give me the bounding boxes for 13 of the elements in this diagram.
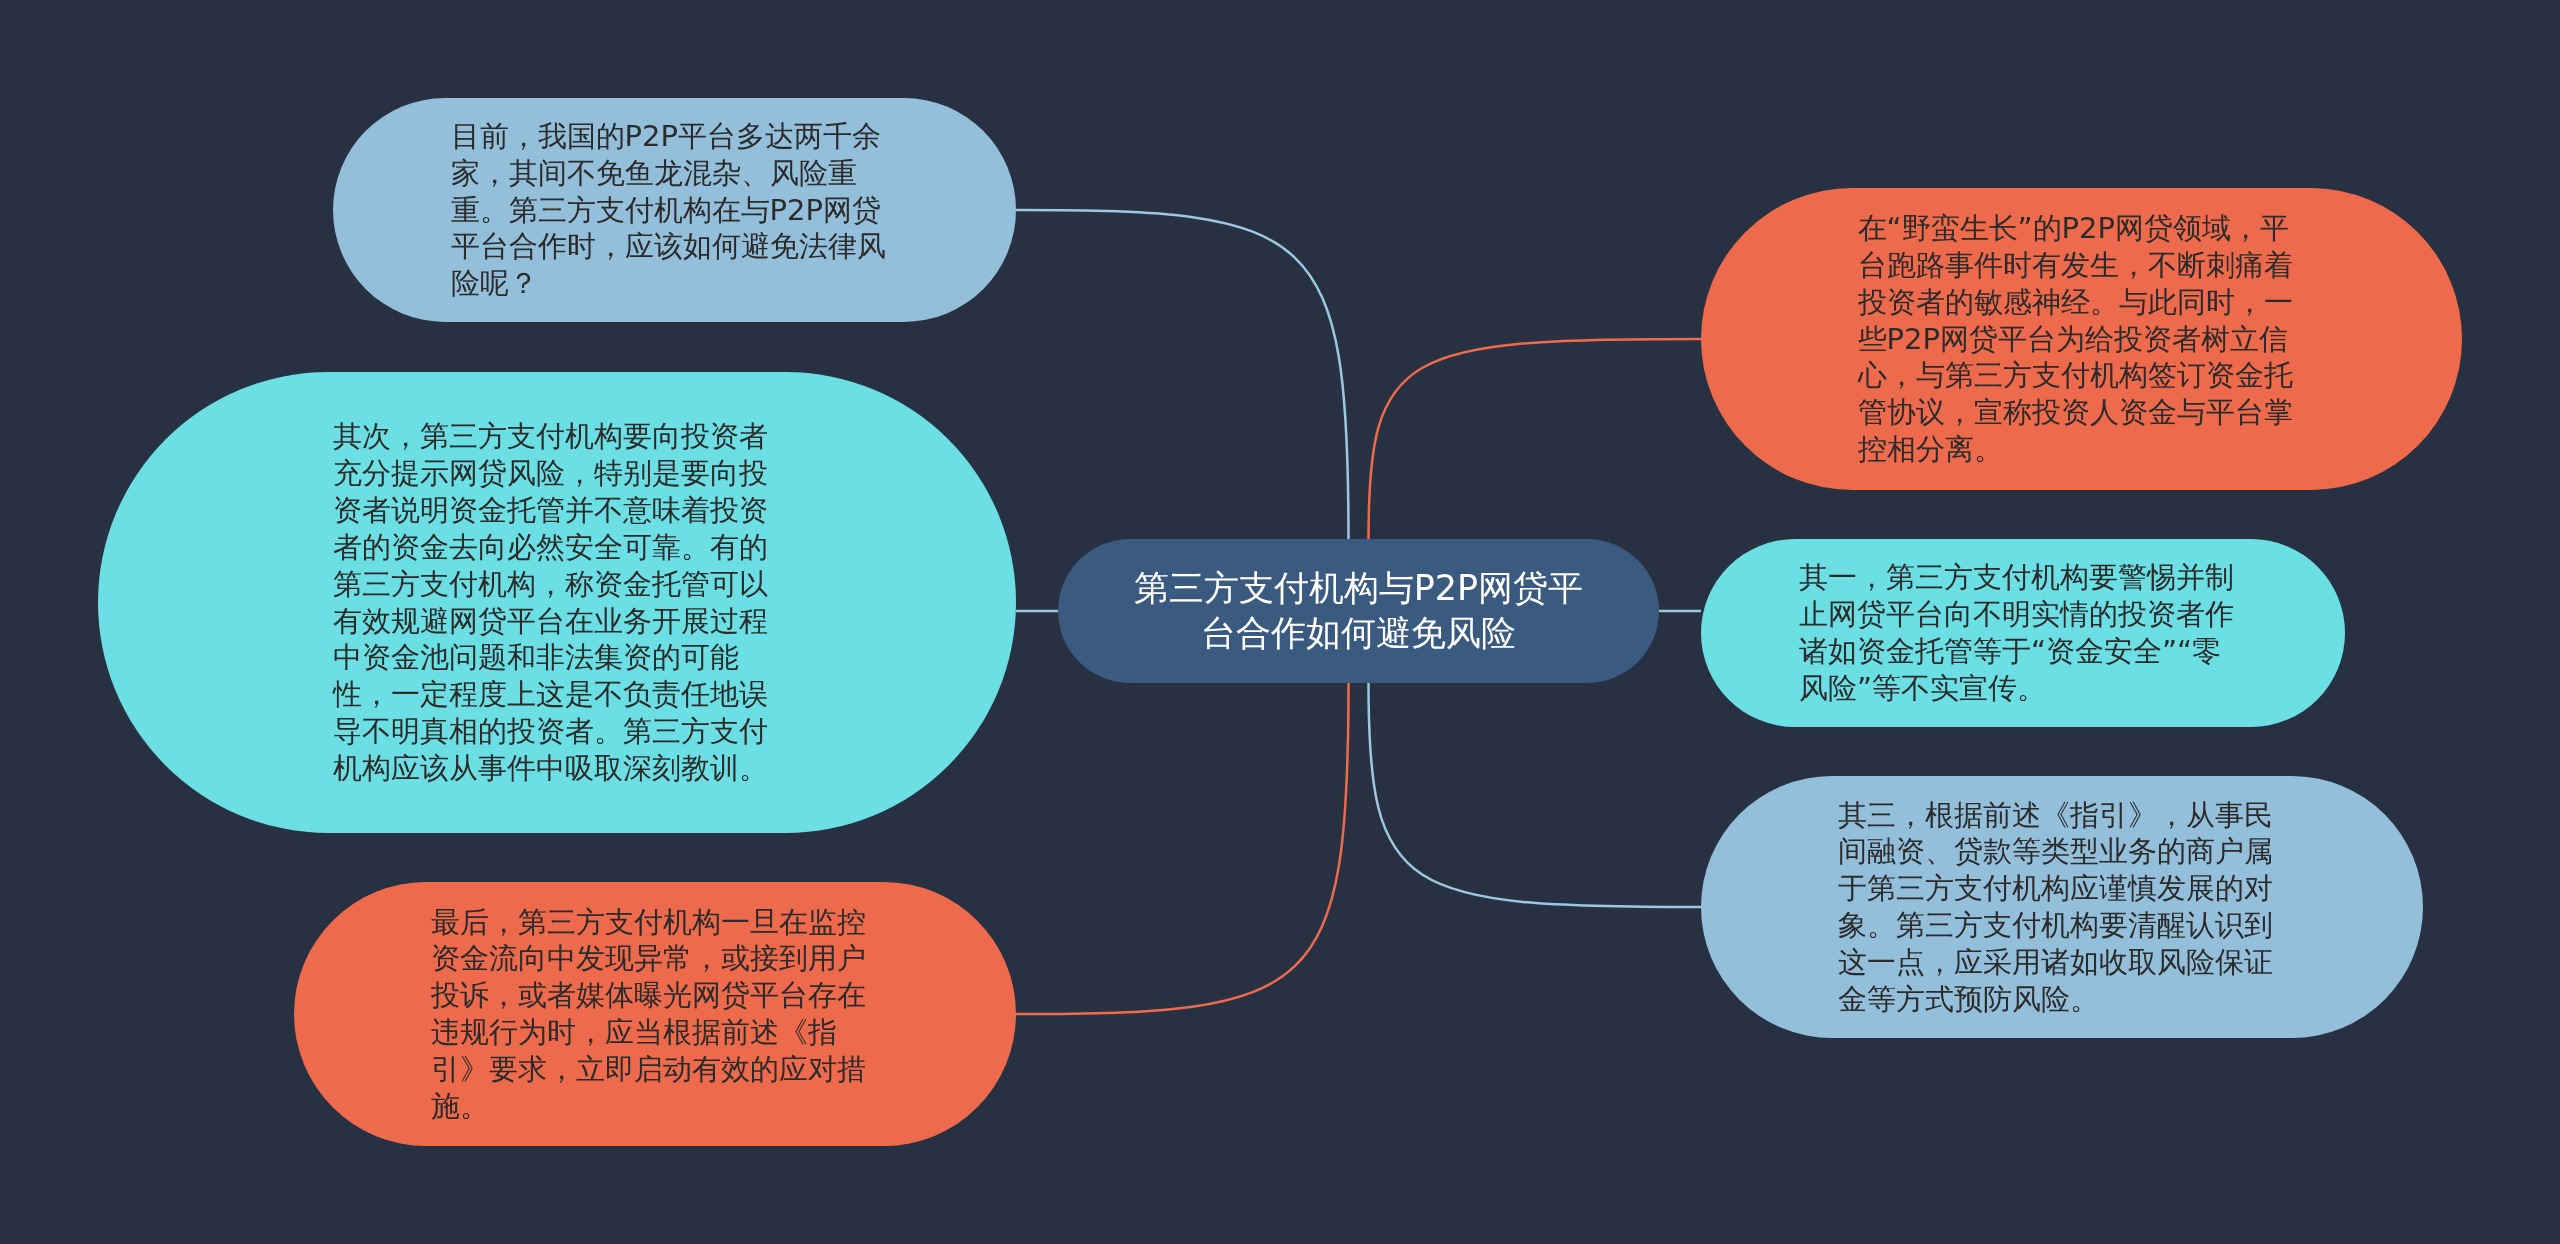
- topic-text: 其三，根据前述《指引》，从事民间融资、贷款等类型业务的商户属于第三方支付机构应谨慎发展的对象。第三方支付机构要清醒认识到这一点，应采用诸如收取风险保证金等方式预防风险。: [1838, 796, 2274, 1018]
- connector-line: [1367, 682, 1701, 909]
- connector-line: [1016, 683, 1350, 1016]
- connector-line: [1367, 337, 1701, 540]
- connector-line: [1659, 609, 1701, 613]
- topic-text: 最后，第三方支付机构一旦在监控资金流向中发现异常，或接到用户投诉，或者媒体曝光网贷平台存在违规行为时，应当根据前述《指引》要求，立即启动有效的应对措施。: [431, 903, 867, 1125]
- connector-line: [1016, 208, 1350, 539]
- connector-line: [1016, 609, 1058, 613]
- topic-text: 目前，我国的P2P平台多达两千余家，其间不免鱼龙混杂、风险重重。第三方支付机构在与P2P网贷平台合作时，应该如何避免法律风险呢？: [450, 117, 887, 303]
- topic-text: 在“野蛮生长”的P2P网贷领域，平台跑路事件时有发生，不断刺痛着投资者的敏感神经。与此同时，一些P2P网贷平台为给投资者树立信心，与第三方支付机构签订资金托管协议，宣称投资人资金与平台掌控相分离。: [1857, 210, 2294, 468]
- topic-text: 其一，第三方支付机构要警惕并制止网贷平台向不明实情的投资者作诸如资金托管等于“资金安全”“零风险”等不实宣传。: [1799, 559, 2235, 707]
- central-topic-text: 第三方支付机构与P2P网贷平台合作如何避免风险: [1133, 566, 1584, 655]
- topic-text: 其次，第三方支付机构要向投资者充分提示网贷风险，特别是要向投资者说明资金托管并不意味着投资者的资金去向必然安全可靠。有的第三方支付机构，称资金托管可以有效规避网贷平台在业务开展过程中资金池问题和非法集资的可能性，一定程度上这是不负责任地误导不明真相的投资者。第三方支付机构应该从事件中吸取深刻教训。: [333, 418, 769, 787]
